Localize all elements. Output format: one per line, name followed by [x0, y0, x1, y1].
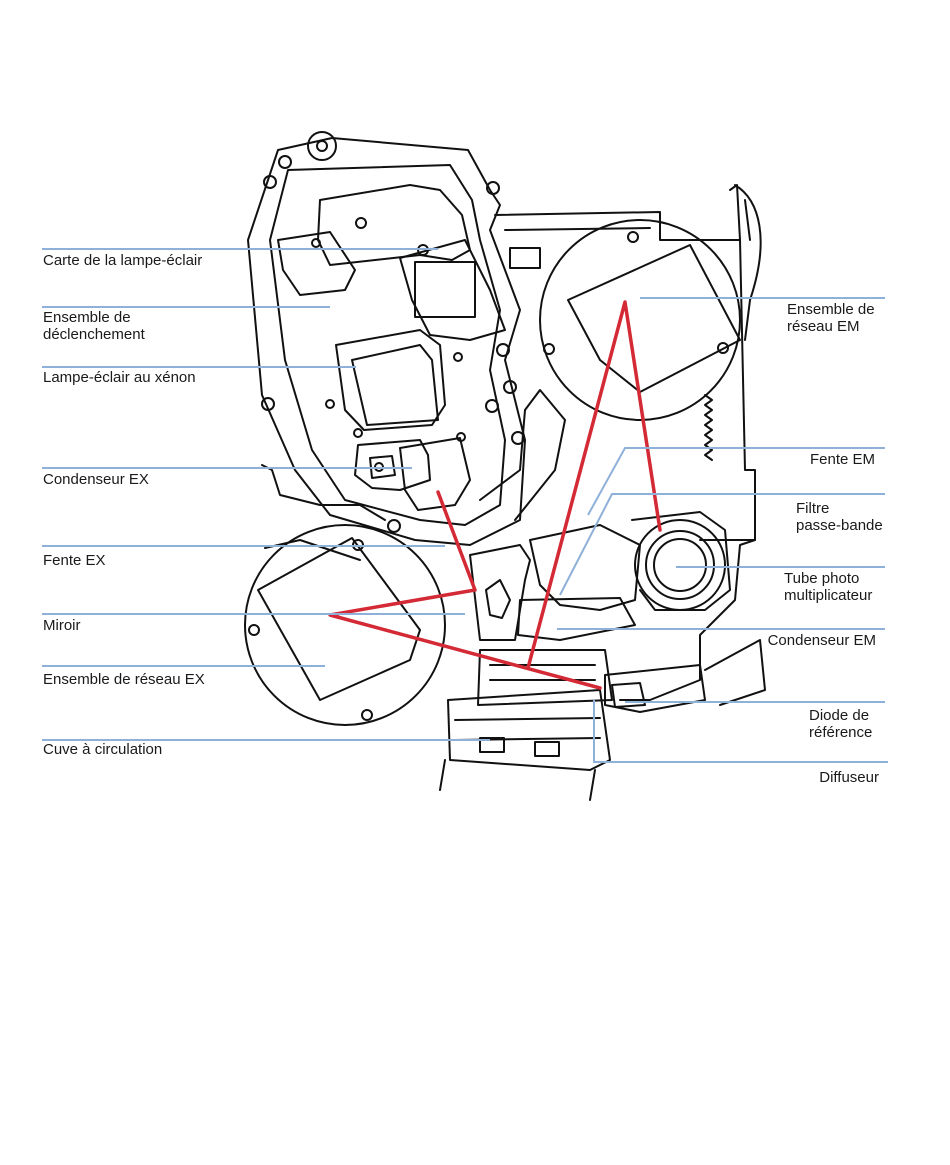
hardware-drawing [245, 132, 765, 800]
label-diffuser: Diffuseur [819, 769, 879, 786]
label-reference-diode: Diode de référence [809, 707, 872, 741]
label-ex-slit: Fente EX [43, 552, 106, 569]
label-ex-grating: Ensemble de réseau EX [43, 671, 205, 688]
excitation-beam [330, 492, 600, 688]
label-flash-lamp-board: Carte de la lampe-éclair [43, 252, 202, 269]
label-cutoff-filter: Filtre passe-bande [796, 500, 883, 534]
label-ex-condenser: Condenseur EX [43, 471, 149, 488]
label-flow-cell: Cuve à circulation [43, 741, 162, 758]
label-xenon-flash-lamp: Lampe-éclair au xénon [43, 369, 196, 386]
label-photomultiplier: Tube photo multiplicateur [784, 570, 872, 604]
label-mirror: Miroir [43, 617, 81, 634]
label-em-grating: Ensemble de réseau EM [787, 301, 875, 335]
label-trigger-pack: Ensemble de déclenchement [43, 309, 145, 343]
label-em-condenser: Condenseur EM [768, 632, 876, 649]
label-em-slit: Fente EM [810, 451, 875, 468]
